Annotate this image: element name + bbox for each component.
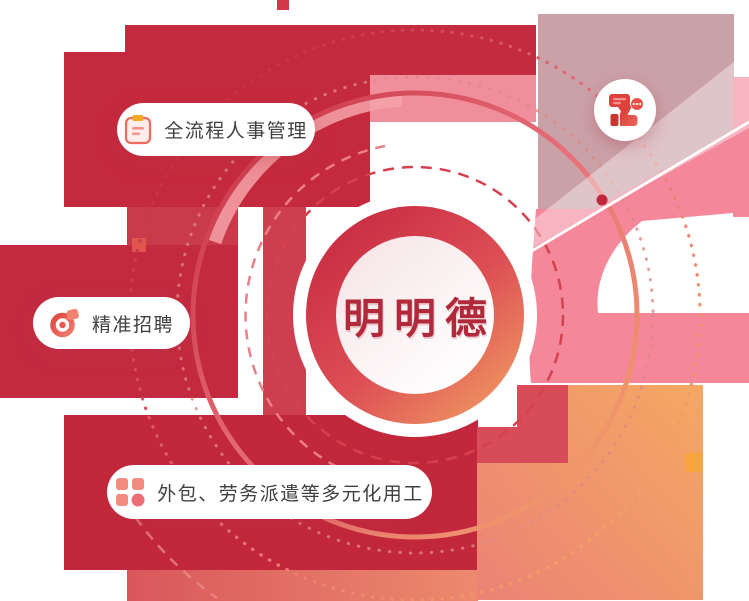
deco-beam-line xyxy=(519,120,749,260)
deco-dashed-arc-bottomleft xyxy=(114,486,218,600)
deco-dotted-circle-outer xyxy=(128,28,702,601)
brand-title: 明明德 xyxy=(342,294,496,342)
deco-square-orange xyxy=(685,453,702,472)
thumbs-up-chat-badge xyxy=(594,79,656,141)
feature-pill-outsourcing: 外包、劳务派遣等多元化用工 xyxy=(107,465,432,519)
clipboard-icon xyxy=(124,114,152,145)
deco-dashed-circle xyxy=(265,165,565,465)
deco-bottom-strip xyxy=(127,570,478,601)
deco-red-notch-rect xyxy=(477,385,568,463)
deco-orange-rect xyxy=(477,385,703,600)
feature-pill-recruiting: 精准招聘 xyxy=(33,297,190,349)
feature-label: 精准招聘 xyxy=(91,314,174,336)
deco-dashed-arc-left xyxy=(244,144,401,488)
target-icon xyxy=(49,308,80,339)
grid-icon xyxy=(115,477,145,507)
deco-square-left xyxy=(132,238,146,252)
thumbs-up-chat-icon xyxy=(604,89,646,131)
feature-label: 全流程人事管理 xyxy=(164,121,308,142)
feature-label: 外包、劳务派遣等多元化用工 xyxy=(157,483,424,505)
deco-square-top xyxy=(277,0,289,10)
deco-gradient-ring xyxy=(190,90,640,540)
deco-ring-dot xyxy=(596,194,608,206)
center-circle xyxy=(293,193,537,437)
feature-pill-hr-management: 全流程人事管理 xyxy=(117,103,315,156)
deco-salmon-band xyxy=(529,123,749,383)
